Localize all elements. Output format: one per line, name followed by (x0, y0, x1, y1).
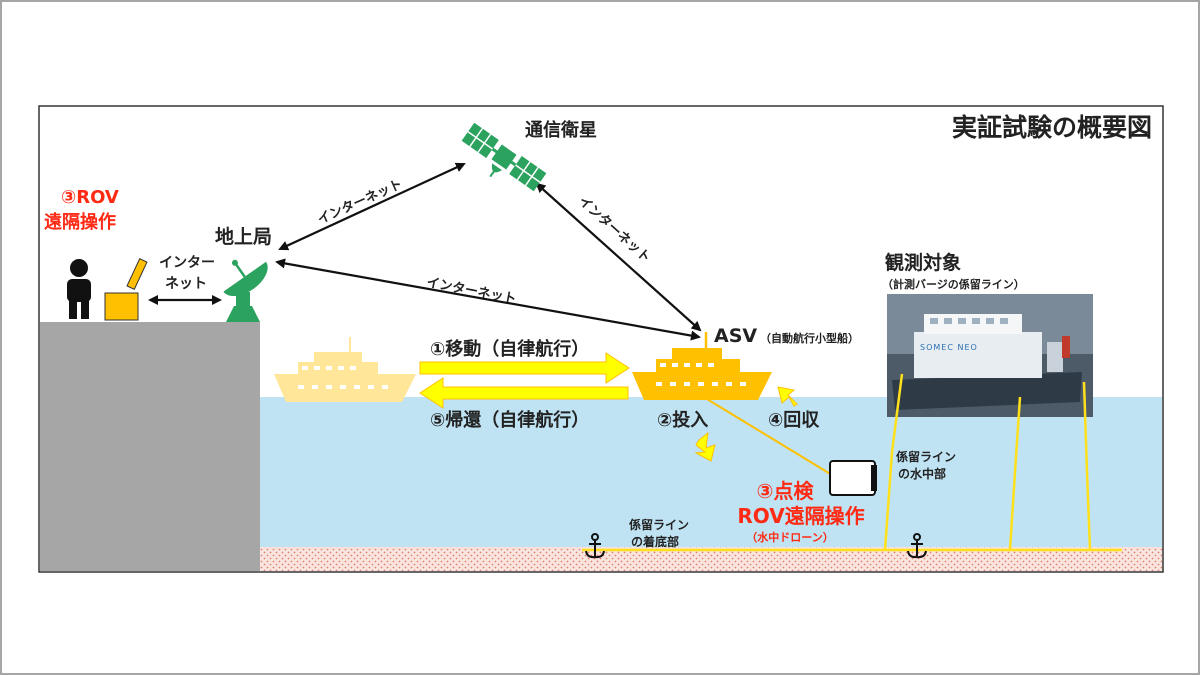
link-label-pc-2: ネット (165, 276, 207, 292)
mooring-bottom-label-1: 係留ライン (629, 517, 689, 532)
dish-antenna-icon (223, 259, 268, 322)
link-label-gs-asv: インターネット (425, 275, 517, 307)
rov-remote-left-line2: 遠隔操作 (44, 211, 116, 233)
mooring-line-middle (1008, 396, 1022, 551)
rov-inspect-line1: ③点検 (757, 479, 815, 503)
link-gs-asv (275, 258, 701, 341)
rov-drone-icon (829, 460, 877, 496)
barge-photo-text: SOMEC NEO (920, 343, 978, 352)
move-arrow (419, 352, 630, 384)
link-gs-sat (278, 162, 466, 251)
target-sub-label: （計測バージの係留ライン） (882, 277, 1025, 291)
return-ship-icon (274, 337, 416, 402)
deploy-arrow (694, 431, 716, 462)
anchor-icon (585, 533, 605, 559)
step-recover-label: ④回収 (768, 410, 820, 431)
satellite-icon (461, 122, 547, 192)
ground-station-label: 地上局 (215, 225, 272, 248)
rov-inspect-line2: ROV遠隔操作 (737, 504, 864, 528)
rov-inspect-sub: （水中ドローン） (746, 530, 833, 544)
land-pier (40, 322, 260, 571)
asv-ship-icon (632, 332, 772, 400)
asv-label: ASV (714, 325, 757, 347)
mooring-underwater-label-2: の水中部 (898, 466, 946, 481)
satellite-label: 通信衛星 (525, 119, 597, 141)
return-arrow (419, 377, 629, 409)
target-label: 観測対象 (885, 251, 961, 274)
mooring-bottom-label-2: の着底部 (631, 534, 679, 549)
operator-person-icon (67, 259, 91, 319)
link-sat-asv (535, 182, 702, 332)
link-label-gs-sat: インターネット (316, 177, 405, 228)
barge-photo: SOMEC NEO (887, 294, 1093, 417)
diagram-title: 実証試験の概要図 (952, 113, 1152, 142)
asv-sub-label: （自動航行小型船） (760, 331, 859, 345)
controller-box-icon (104, 258, 148, 321)
anchor-icon (907, 533, 927, 559)
diagram-frame (38, 105, 1164, 573)
rov-tether (701, 395, 833, 476)
sea (260, 397, 1162, 547)
mooring-underwater-label-1: 係留ライン (896, 449, 956, 464)
recover-arrow (777, 386, 798, 407)
rov-remote-left-line1: ③ROV (61, 187, 119, 208)
mooring-line-left (883, 373, 904, 551)
mooring-line-right (1082, 381, 1092, 551)
step-move-label: ①移動（自律航行） (430, 338, 589, 360)
step-deploy-label: ②投入 (657, 409, 708, 431)
step-return-label: ⑤帰還（自律航行） (430, 409, 589, 431)
link-label-pc-1: インター (159, 255, 215, 271)
